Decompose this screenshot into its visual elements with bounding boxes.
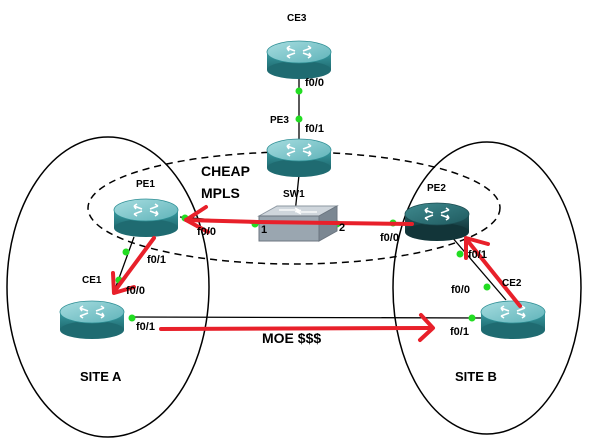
link-pe2-ce2 <box>450 235 507 301</box>
site-a-label: SITE A <box>80 369 122 384</box>
sw1-port-2: 2 <box>339 222 346 234</box>
ce1-interface-f01: f0/1 <box>136 321 155 333</box>
pe1-interface-f00: f0/0 <box>197 226 216 238</box>
router-pe2-icon <box>404 202 470 241</box>
pe1-interface-f01: f0/1 <box>147 254 166 266</box>
router-ce3-icon <box>266 40 332 79</box>
arrow-head-pe1 <box>184 205 210 234</box>
site-a-boundary <box>6 136 210 438</box>
router-ce2-label: CE2 <box>502 278 522 289</box>
router-ce1-label: CE1 <box>82 275 102 286</box>
pe2-interface-f00: f0/0 <box>380 232 399 244</box>
router-pe3-label: PE3 <box>270 115 289 126</box>
sw1-port-1: 1 <box>261 224 268 236</box>
links <box>113 74 507 319</box>
arrow-pe1-to-ce1 <box>112 236 156 294</box>
router-pe1-label: PE1 <box>136 179 155 190</box>
ce1-interface-f00: f0/0 <box>126 285 145 297</box>
mpls-cloud-boundary <box>87 151 501 265</box>
arrow-head-ce2 <box>418 313 435 342</box>
pe2-interface-f01: f0/1 <box>468 249 487 261</box>
router-pe2-label: PE2 <box>427 183 446 194</box>
router-pe3-icon <box>266 138 332 177</box>
moe-cost-label: MOE $$$ <box>262 330 322 346</box>
arrow-ce1-to-ce2 <box>159 326 433 331</box>
cheap-mpls-label-line1: CHEAP <box>201 163 251 179</box>
router-ce1-icon <box>59 300 125 339</box>
ce3-interface-f00: f0/0 <box>305 77 324 89</box>
pe3-interface-f01: f0/1 <box>305 123 324 135</box>
router-ce2-icon <box>480 300 546 339</box>
link-ce1-ce2 <box>129 316 484 319</box>
router-ce3-label: CE3 <box>287 13 307 24</box>
cheap-mpls-label-line2: MPLS <box>201 185 240 201</box>
traffic-arrows <box>111 205 522 342</box>
switch-sw1-label: SW1 <box>283 189 305 200</box>
arrow-head-pe2 <box>464 236 490 260</box>
ce2-interface-f00: f0/0 <box>451 284 470 296</box>
router-pe1-icon <box>113 198 179 237</box>
arrow-head-ce1 <box>111 271 136 295</box>
arrow-pe2-to-pe1 <box>184 218 414 226</box>
link-pe1-ce1 <box>113 236 135 293</box>
site-b-boundary <box>392 141 582 435</box>
site-b-label: SITE B <box>455 369 497 384</box>
ce2-interface-f01: f0/1 <box>450 326 469 338</box>
arrow-ce2-to-pe2 <box>465 238 522 308</box>
